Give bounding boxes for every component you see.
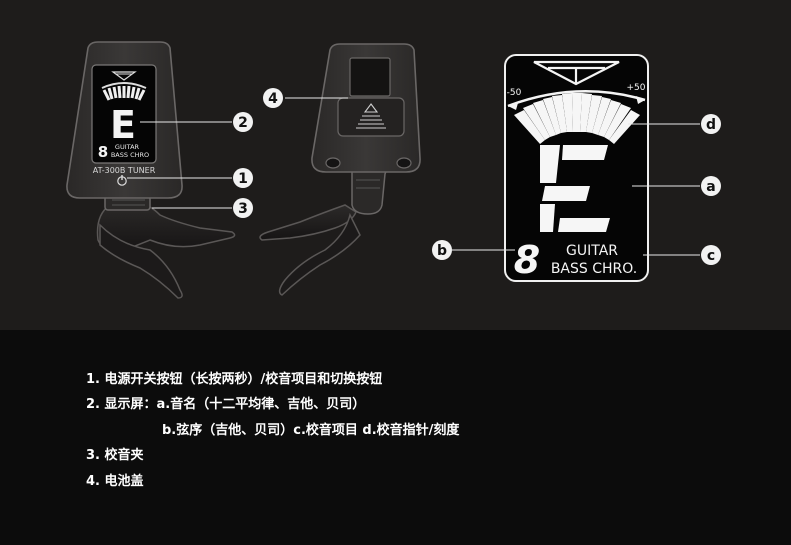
display-detail: -50 +50 bbox=[504, 54, 649, 282]
tuning-needle-icon bbox=[533, 60, 620, 86]
svg-text:2: 2 bbox=[238, 115, 248, 131]
callout-a: a bbox=[701, 176, 721, 196]
callout-4: 4 bbox=[263, 88, 283, 108]
svg-text:a: a bbox=[706, 179, 715, 195]
clip-jaw-front bbox=[96, 202, 236, 252]
svg-text:1: 1 bbox=[238, 171, 248, 187]
legend-item-1: 1. 电源开关按钮（长按两秒）/校音项目和切换按钮 bbox=[86, 372, 383, 387]
front-mode-bass-chro: BASS CHRO bbox=[111, 151, 149, 159]
battery-cover[interactable] bbox=[337, 97, 405, 137]
tuning-fan-segments bbox=[514, 93, 640, 144]
legend-item-2: 2. 显示屏：a.音名（十二平均律、吉他、贝司） bbox=[86, 397, 366, 412]
clip-lower-arm-front bbox=[99, 223, 183, 299]
tuner-front-view: E 8 GUITAR BASS CHRO AT-300B TUNER bbox=[66, 41, 236, 299]
tuning-scale-arc bbox=[507, 90, 646, 108]
front-note-letter: E bbox=[110, 103, 136, 147]
svg-text:b: b bbox=[437, 243, 447, 259]
scale-left-label: -50 bbox=[507, 88, 522, 98]
clip-stem-back bbox=[349, 165, 387, 215]
callout-c: c bbox=[701, 245, 721, 265]
callout-2: 2 bbox=[233, 112, 253, 132]
front-string-digit: 8 bbox=[98, 143, 108, 161]
legend-panel: 1. 电源开关按钮（长按两秒）/校音项目和切换按钮 2. 显示屏：a.音名（十二… bbox=[0, 330, 791, 545]
svg-text:4: 4 bbox=[268, 91, 278, 107]
callout-d: d bbox=[701, 114, 721, 134]
callout-1: 1 bbox=[233, 168, 253, 188]
screw-right bbox=[396, 157, 412, 169]
svg-text:c: c bbox=[707, 248, 715, 264]
scale-right-label: +50 bbox=[627, 83, 646, 93]
front-mode-guitar: GUITAR bbox=[115, 143, 140, 151]
tuner-illustration: E 8 GUITAR BASS CHRO AT-300B TUNER bbox=[66, 41, 721, 299]
legend-item-2-continued: b.弦序（吉他、贝司）c.校音项目 d.校音指针/刻度 bbox=[162, 423, 460, 438]
callout-b: b bbox=[432, 240, 452, 260]
detail-string-digit: 8 bbox=[514, 238, 540, 282]
tuner-back-view bbox=[259, 43, 421, 296]
diagram-panel: E 8 GUITAR BASS CHRO AT-300B TUNER bbox=[66, 41, 721, 299]
svg-text:d: d bbox=[706, 117, 716, 133]
power-button-icon[interactable] bbox=[117, 175, 127, 186]
back-window bbox=[349, 57, 391, 97]
legend-item-3: 3. 校音夹 bbox=[86, 448, 144, 463]
screw-left bbox=[325, 157, 341, 169]
callout-3: 3 bbox=[233, 198, 253, 218]
legend-item-4: 4. 电池盖 bbox=[86, 474, 144, 489]
svg-text:3: 3 bbox=[238, 201, 248, 217]
detail-mode-bass-chro: BASS CHRO. bbox=[551, 261, 637, 277]
clip-upper-arm-back bbox=[259, 204, 357, 241]
note-segment-display bbox=[540, 145, 610, 232]
model-label: AT-300B TUNER bbox=[93, 166, 156, 175]
detail-mode-guitar: GUITAR bbox=[566, 243, 618, 259]
battery-cover-arrow-icon bbox=[356, 103, 386, 129]
clip-lower-arm-back bbox=[278, 212, 361, 296]
